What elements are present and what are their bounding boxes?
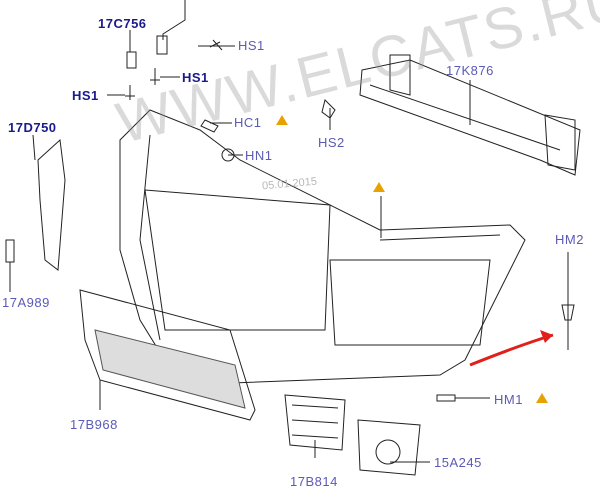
label-17A989[interactable]: 17A989 — [2, 295, 50, 310]
part-17B814 — [284, 394, 346, 451]
clip-part — [156, 35, 168, 55]
hc1-part — [200, 119, 219, 133]
screw-part — [125, 85, 135, 100]
clip-part — [126, 51, 137, 69]
label-HS1[interactable]: HS1 — [72, 88, 99, 103]
fog-lamp-cover-15A245 — [357, 419, 421, 476]
bumper-grille-opening — [144, 189, 331, 331]
warning-icon — [536, 393, 548, 403]
red-arrow — [469, 333, 554, 367]
label-HN1[interactable]: HN1 — [245, 148, 273, 163]
label-17K876[interactable]: 17K876 — [446, 63, 494, 78]
label-HS1[interactable]: HS1 — [182, 70, 209, 85]
label-17D750[interactable]: 17D750 — [8, 120, 57, 135]
bracket-17D750 — [37, 138, 66, 271]
bumper-cover — [119, 109, 526, 386]
fog-lamp-opening — [329, 259, 491, 346]
screw-part — [150, 68, 160, 85]
label-HM1[interactable]: HM1 — [494, 392, 523, 407]
label-HC1[interactable]: HC1 — [234, 115, 262, 130]
screw-part — [209, 39, 223, 51]
label-17C756[interactable]: 17C756 — [98, 16, 147, 31]
label-17B968[interactable]: 17B968 — [70, 417, 118, 432]
label-HS1[interactable]: HS1 — [238, 38, 265, 53]
warning-icon — [276, 115, 288, 125]
hm2-pin — [561, 290, 575, 350]
label-HM2[interactable]: HM2 — [555, 232, 584, 247]
label-HS2[interactable]: HS2 — [318, 135, 345, 150]
grille-17B968 — [79, 289, 256, 421]
hs2-part — [321, 99, 336, 119]
hm1-part — [436, 394, 456, 402]
part-17A989 — [5, 239, 15, 263]
leader-line — [162, 0, 186, 40]
label-17B814[interactable]: 17B814 — [290, 474, 338, 489]
label-15A245[interactable]: 15A245 — [434, 455, 482, 470]
warning-icon — [373, 182, 385, 192]
